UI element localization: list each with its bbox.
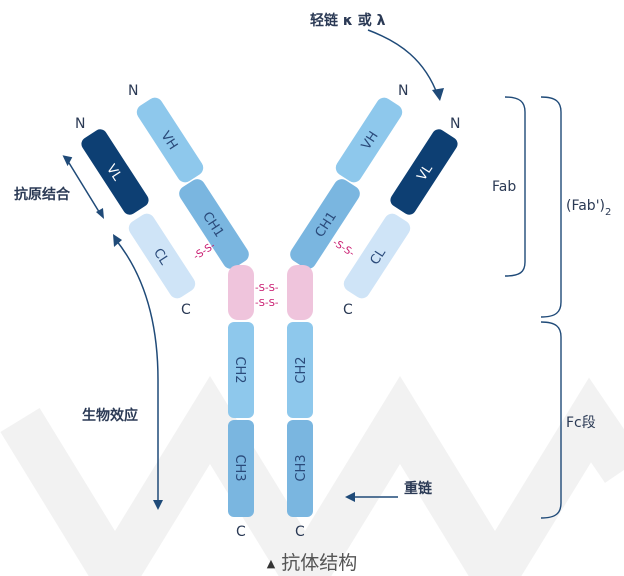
caption-triangle-icon: ▲ (266, 557, 276, 570)
c-terminus-bottom-left: C (236, 524, 246, 540)
left-cl-domain: CL (128, 213, 196, 299)
left-vl-domain: VL (81, 129, 149, 215)
fab2-label: (Fab')2 (566, 198, 611, 218)
left-ch2-domain (228, 322, 254, 418)
ch3-right-label: CH3 (294, 454, 309, 481)
figure-caption: ▲ 抗体结构 (0, 548, 624, 575)
biological-effect-label: 生物效应 (82, 407, 138, 424)
heavy-chain-arrowhead (345, 492, 355, 502)
antigen-binding-arrow (65, 157, 102, 216)
n-terminus-right-heavy: N (398, 83, 408, 99)
fab-bracket (504, 96, 526, 277)
c-terminus-left-light: C (181, 302, 191, 318)
antigen-binding-arrowhead-top (62, 155, 73, 167)
c-terminus-bottom-right: C (295, 524, 305, 540)
right-vl-domain: VL (390, 129, 458, 215)
hinge-disulfide-top: -S-S- (255, 283, 279, 294)
right-ch1-domain: CH1 (290, 179, 360, 269)
biological-effect-arrow (115, 239, 159, 505)
right-hinge (287, 265, 313, 320)
n-terminus-right-light: N (450, 116, 460, 132)
left-ch1-domain: CH1 (179, 179, 249, 269)
right-disulfide: -S-S- (330, 237, 356, 259)
heavy-chain-label: 重链 (404, 480, 433, 497)
n-terminus-left-light: N (75, 116, 85, 132)
right-ch2-domain (287, 322, 313, 418)
left-hinge (228, 265, 254, 320)
right-ch3-domain (287, 420, 313, 517)
light-chain-arrow (367, 29, 439, 97)
biological-effect-arrowhead-top (113, 234, 122, 247)
fab2-bracket (540, 96, 562, 318)
fab2-subscript: 2 (605, 207, 611, 218)
left-ch3-domain (228, 420, 254, 517)
hinge-disulfide-bottom: -S-S- (255, 298, 279, 309)
fab2-main-text: (Fab') (566, 198, 605, 214)
ch2-right-label: CH2 (294, 356, 309, 383)
antigen-binding-arrowhead-bottom (96, 208, 104, 219)
light-chain-arrowhead (432, 88, 444, 101)
right-cl-domain: CL (343, 213, 411, 299)
right-vh-domain: VH (335, 97, 403, 183)
fc-label: Fc段 (566, 415, 596, 431)
light-chain-label: 轻链 κ 或 λ (310, 12, 386, 29)
left-vh-domain: VH (136, 97, 204, 183)
biological-effect-arrowhead-bottom (153, 500, 163, 510)
n-terminus-left-heavy: N (128, 83, 138, 99)
fc-bracket (540, 321, 562, 519)
antigen-binding-label: 抗原结合 (14, 186, 71, 203)
caption-text: 抗体结构 (281, 552, 358, 574)
ch2-left-label: CH2 (232, 356, 247, 383)
fab-label: Fab (492, 179, 516, 195)
c-terminus-right-light: C (343, 302, 353, 318)
ch3-left-label: CH3 (232, 454, 247, 481)
